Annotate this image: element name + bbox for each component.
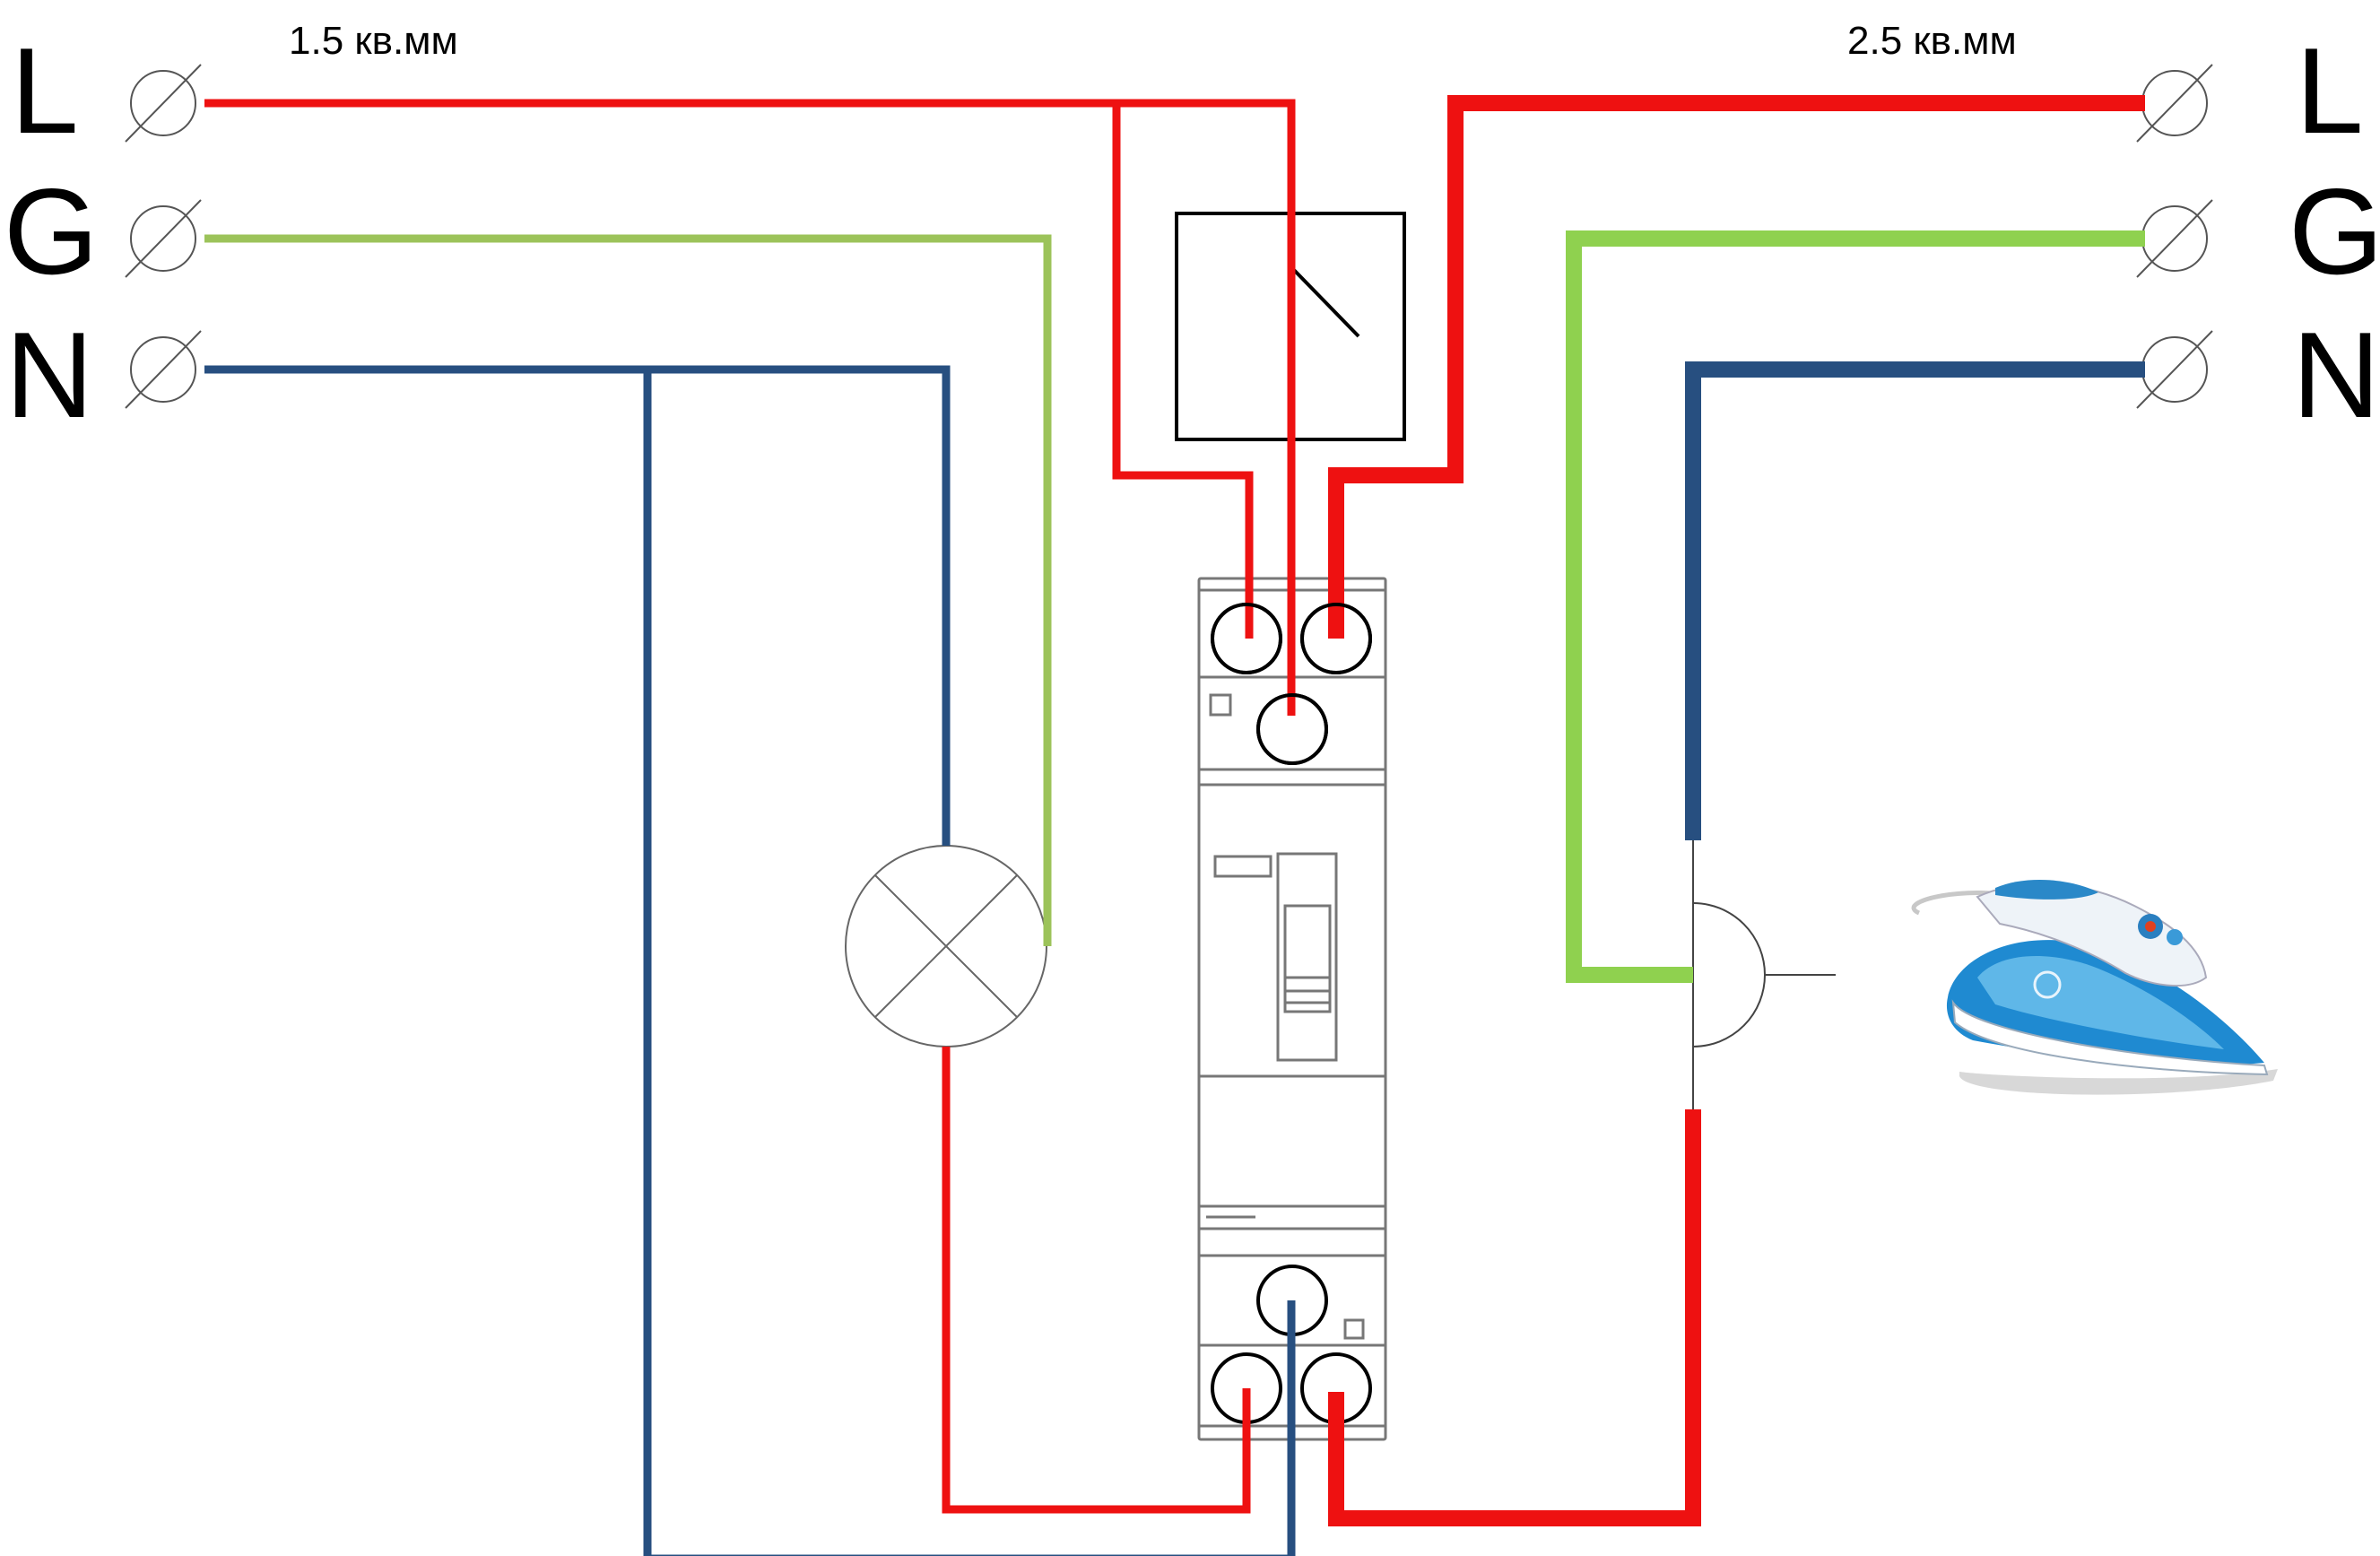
wire-phase-input-thin: [204, 99, 1296, 716]
terminal-screw-icon: [125, 64, 202, 143]
left-gauge-label: 1.5 кв.мм: [289, 19, 458, 63]
ground-wires: [204, 230, 2145, 983]
right-label-g: G: [2289, 163, 2380, 300]
terminal-screw-icon: [2136, 64, 2213, 143]
left-label-g: G: [4, 163, 99, 300]
wire-phase-to-socket: [1328, 1109, 1701, 1526]
socket-symbol: [1692, 840, 1836, 1109]
wire-neutral-socket: [1685, 361, 2145, 840]
left-label-n: N: [5, 307, 93, 443]
lamp-cross-symbol: [845, 845, 1047, 1047]
wire-ground-socket: [1566, 230, 2145, 983]
wire-phase-contactor-feed: [1112, 103, 1254, 639]
terminal-screw-icon: [2136, 330, 2213, 409]
terminal-screw-icon: [125, 330, 202, 409]
wire-phase-to-lamp: [942, 1047, 1251, 1514]
terminal-screw-icon: [125, 199, 202, 278]
wire-neutral-lamp: [204, 365, 951, 846]
right-label-l: L: [2296, 22, 2364, 159]
right-gauge-label: 2.5 кв.мм: [1847, 19, 2017, 63]
wire-phase-output-thick: [1328, 95, 2145, 639]
steam-iron-icon: [1911, 879, 2278, 1095]
wire-neutral-coil: [643, 369, 1296, 1556]
phase-wires: [204, 95, 2145, 1526]
left-label-l: L: [11, 22, 79, 159]
neutral-wires: [204, 361, 2145, 1556]
wire-ground-lamp: [204, 234, 1052, 946]
right-label-n: N: [2292, 307, 2380, 443]
terminal-screw-icon: [2136, 199, 2213, 278]
